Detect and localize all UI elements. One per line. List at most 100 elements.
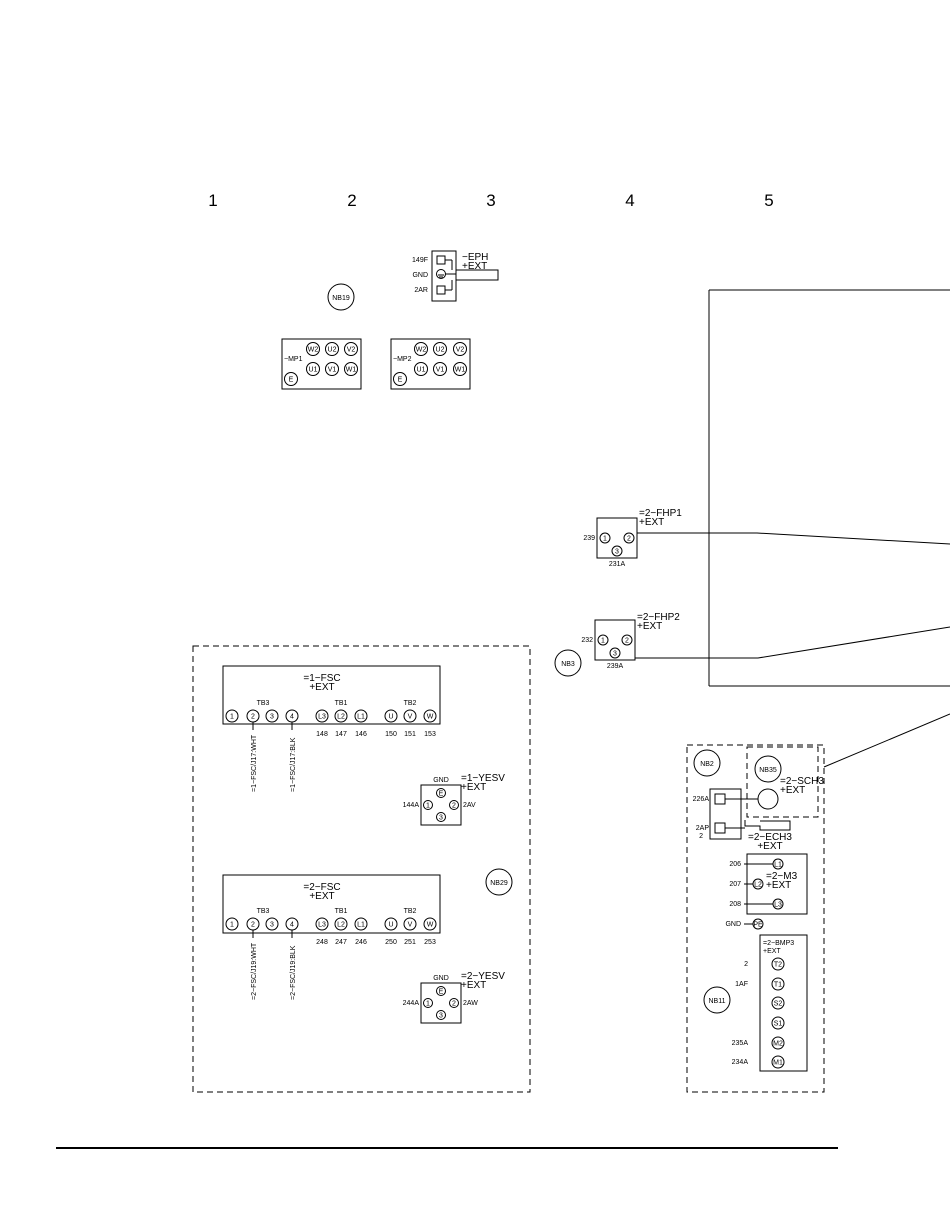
mp1-pin: V1 [328, 367, 337, 374]
yesv2-location: +EXT [461, 980, 486, 991]
node-nb19-label: NB19 [332, 295, 350, 302]
node-nb11-label: NB11 [709, 998, 726, 1005]
fhp2-wire [635, 626, 950, 659]
fsc1-pin: W [427, 714, 434, 721]
fsc1-pin: 1 [230, 714, 234, 721]
fsc2-wire-label: 248 [316, 939, 328, 946]
yesv1-connector: E 1 2 3 GND 144A 2AV =1−YESV +EXT [403, 773, 505, 826]
mp1-pin: U1 [309, 367, 318, 374]
yesv2-pin: 1 [426, 1001, 430, 1008]
mp1-pin: W2 [308, 347, 319, 354]
mp2-pin: V2 [456, 347, 465, 354]
yesv2-name: =2−YESV [461, 971, 505, 982]
fsc1-pin: U [388, 714, 393, 721]
yesv1-earth-pin: E [439, 791, 444, 798]
fsc2-name: =2−FSC [303, 882, 340, 893]
m3-pin: L3 [774, 902, 782, 909]
ech3-heater: =2−SCH3 +EXT 226A 2AP 2 =2−ECH3 +EXT [693, 776, 825, 852]
m3-pin: L1 [774, 862, 782, 869]
node-nb29-label: NB29 [490, 880, 508, 887]
mp2-name: −MP2 [393, 356, 412, 363]
column-number-5: 5 [764, 191, 773, 210]
yesv1-wire-label: 2AV [463, 802, 476, 809]
ech3-wire-label: 2 [699, 833, 703, 840]
node-nb35: NB35 [754, 755, 782, 783]
eph-location: +EXT [462, 261, 487, 272]
fsc2-wire-label: 247 [335, 939, 347, 946]
bmp3-wire-label: 1AF [735, 981, 748, 988]
yesv2-gnd-label: GND [433, 975, 449, 982]
fsc1-wire-label: 151 [404, 731, 416, 738]
node-nb11: NB11 [703, 986, 731, 1014]
fhp1-location: +EXT [639, 517, 664, 528]
fsc2-vertical-label: =2−FSC/J19:WHT [251, 942, 258, 1000]
yesv1-gnd-label: GND [433, 777, 449, 784]
fsc1-name: =1−FSC [303, 673, 340, 684]
bmp3-pin: M1 [773, 1060, 783, 1067]
mp1-pin: V2 [347, 347, 356, 354]
mp2-pin: U1 [417, 367, 426, 374]
mp1-name: −MP1 [284, 356, 303, 363]
column-number-1: 1 [208, 191, 217, 210]
bmp3-pin: T1 [774, 982, 782, 989]
fsc-enclosure [192, 645, 531, 1093]
fsc2-pin: 2 [251, 922, 255, 929]
eph-name: −EPH [462, 252, 488, 263]
fsc2-wire-label: 251 [404, 939, 416, 946]
bmp3-wire-label: 2 [744, 961, 748, 968]
mp2-pin: W1 [455, 367, 466, 374]
fsc2-wire-label: 250 [385, 939, 397, 946]
fsc2-pin: U [388, 922, 393, 929]
fsc1-terminal-block: =1−FSC +EXT TB3 TB1 TB2 1 2 3 4 L3 L2 L1… [222, 665, 441, 792]
bmp3-location: +EXT [763, 948, 781, 955]
node-nb29: NB29 [485, 868, 513, 896]
fhp1-pin: 2 [627, 536, 631, 543]
yesv2-pin: 3 [439, 1013, 443, 1020]
bmp3-pin: M2 [773, 1041, 783, 1048]
mp2-earth-pin: E [398, 377, 403, 384]
fsc2-terminal-block: =2−FSC +EXT TB3 TB1 TB2 1 2 3 4 L3 L2 L1… [222, 874, 441, 1000]
fsc1-wire-label: 148 [316, 731, 328, 738]
node-nb35-label: NB35 [759, 767, 777, 774]
bmp3-wire-label: 234A [732, 1059, 749, 1066]
fsc1-pin: 2 [251, 714, 255, 721]
fsc1-tb1-label: TB1 [335, 700, 348, 707]
mp1-terminal-box: −MP1 W2 U2 V2 U1 V1 W1 E [281, 338, 362, 390]
fsc2-vertical-label: =2−FSC/J19:BLK [290, 945, 297, 1000]
fhp2-location: +EXT [637, 621, 662, 632]
m3-name: =2−M3 [766, 871, 798, 882]
fsc1-pin: L3 [318, 714, 326, 721]
fsc1-pin: L2 [337, 714, 345, 721]
yesv2-wire-label: 244A [403, 1000, 420, 1007]
fsc1-pin: V [408, 714, 413, 721]
fsc2-wire-label: 246 [355, 939, 367, 946]
bmp3-terminal-block: =2−BMP3 +EXT T2 T1 S2 S1 M2 M1 2 1AF 235… [732, 934, 808, 1072]
yesv2-wire-label: 2AW [463, 1000, 478, 1007]
mp1-earth-pin: E [289, 377, 294, 384]
panel-outline [708, 289, 950, 687]
fhp2-pin: 2 [625, 638, 629, 645]
yesv1-wire-label: 144A [403, 802, 420, 809]
fsc1-vertical-label: =1−FSC/J17:BLK [290, 737, 297, 792]
fsc1-wire-label: 147 [335, 731, 347, 738]
fhp1-connector: 1 2 3 239 231A =2−FHP1 +EXT [583, 508, 682, 568]
node-nb19: NB19 [327, 283, 355, 311]
eph-terminal-label: GND [412, 272, 428, 279]
fsc1-pin: L1 [357, 714, 365, 721]
fsc1-tb3-label: TB3 [257, 700, 270, 707]
motor-enclosure [686, 744, 825, 1093]
node-nb3-label: NB3 [561, 661, 575, 668]
fsc1-vertical-label: =1−FSC/J17:WHT [251, 734, 258, 792]
fsc1-pin: 4 [290, 714, 294, 721]
yesv2-connector: E 1 2 3 GND 244A 2AW =2−YESV +EXT [403, 971, 505, 1024]
yesv1-pin: 3 [439, 815, 443, 822]
node-nb2-label: NB2 [700, 761, 714, 768]
fsc2-pin: L3 [318, 922, 326, 929]
fsc2-tb2-label: TB2 [404, 908, 417, 915]
ech3-location: +EXT [757, 841, 782, 852]
fhp1-pin: 3 [615, 549, 619, 556]
mp1-pin: U2 [328, 347, 337, 354]
sch3-location: +EXT [780, 785, 805, 796]
ech3-wire-label: 2AP [696, 825, 710, 832]
